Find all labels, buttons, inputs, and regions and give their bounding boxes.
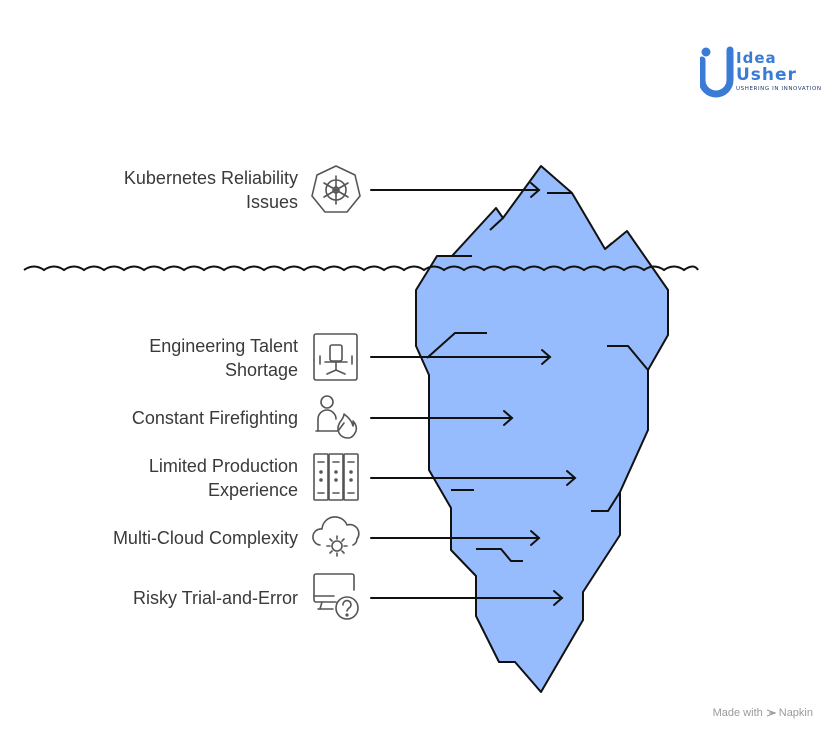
arrow-1 bbox=[370, 182, 541, 198]
cloud-gear-icon bbox=[312, 516, 360, 557]
waterline bbox=[23, 265, 699, 272]
napkin-icon bbox=[766, 709, 776, 717]
arrow-6 bbox=[370, 590, 564, 606]
logo-u-icon bbox=[700, 46, 734, 98]
label-limited-production: Limited Production Experience bbox=[148, 456, 298, 500]
label-risky-trial: Risky Trial-and-Error bbox=[132, 588, 298, 608]
footer-brand: Napkin bbox=[778, 707, 813, 719]
footer-made-with: Made with bbox=[712, 707, 763, 719]
logo-tagline: USHERING IN INNOVATION bbox=[736, 86, 822, 92]
empty-chair-icon bbox=[313, 333, 358, 381]
kubernetes-helm-icon bbox=[311, 165, 361, 213]
label-engineering-talent: Engineering Talent Shortage bbox=[149, 336, 298, 380]
iceberg-facets bbox=[426, 192, 649, 562]
label-multi-cloud: Multi-Cloud Complexity bbox=[112, 528, 298, 548]
idea-usher-logo: Idea Usher USHERING IN INNOVATION bbox=[700, 46, 822, 98]
label-constant-firefighting: Constant Firefighting bbox=[131, 408, 298, 428]
monitor-question-icon bbox=[313, 573, 359, 620]
label-kubernetes-reliability: Kubernetes Reliability Issues bbox=[123, 168, 298, 212]
arrow-4 bbox=[370, 470, 577, 486]
made-with-napkin: Made with Napkin bbox=[713, 707, 813, 719]
person-fire-icon bbox=[315, 395, 358, 439]
server-rack-icon bbox=[313, 453, 359, 501]
logo-word-usher: Usher bbox=[736, 65, 797, 85]
logo-word-idea: Idea bbox=[736, 49, 777, 67]
iceberg-shape bbox=[415, 165, 669, 693]
arrow-3 bbox=[370, 410, 514, 426]
arrow-2 bbox=[370, 349, 552, 365]
arrow-5 bbox=[370, 530, 541, 546]
arrows bbox=[370, 182, 577, 606]
